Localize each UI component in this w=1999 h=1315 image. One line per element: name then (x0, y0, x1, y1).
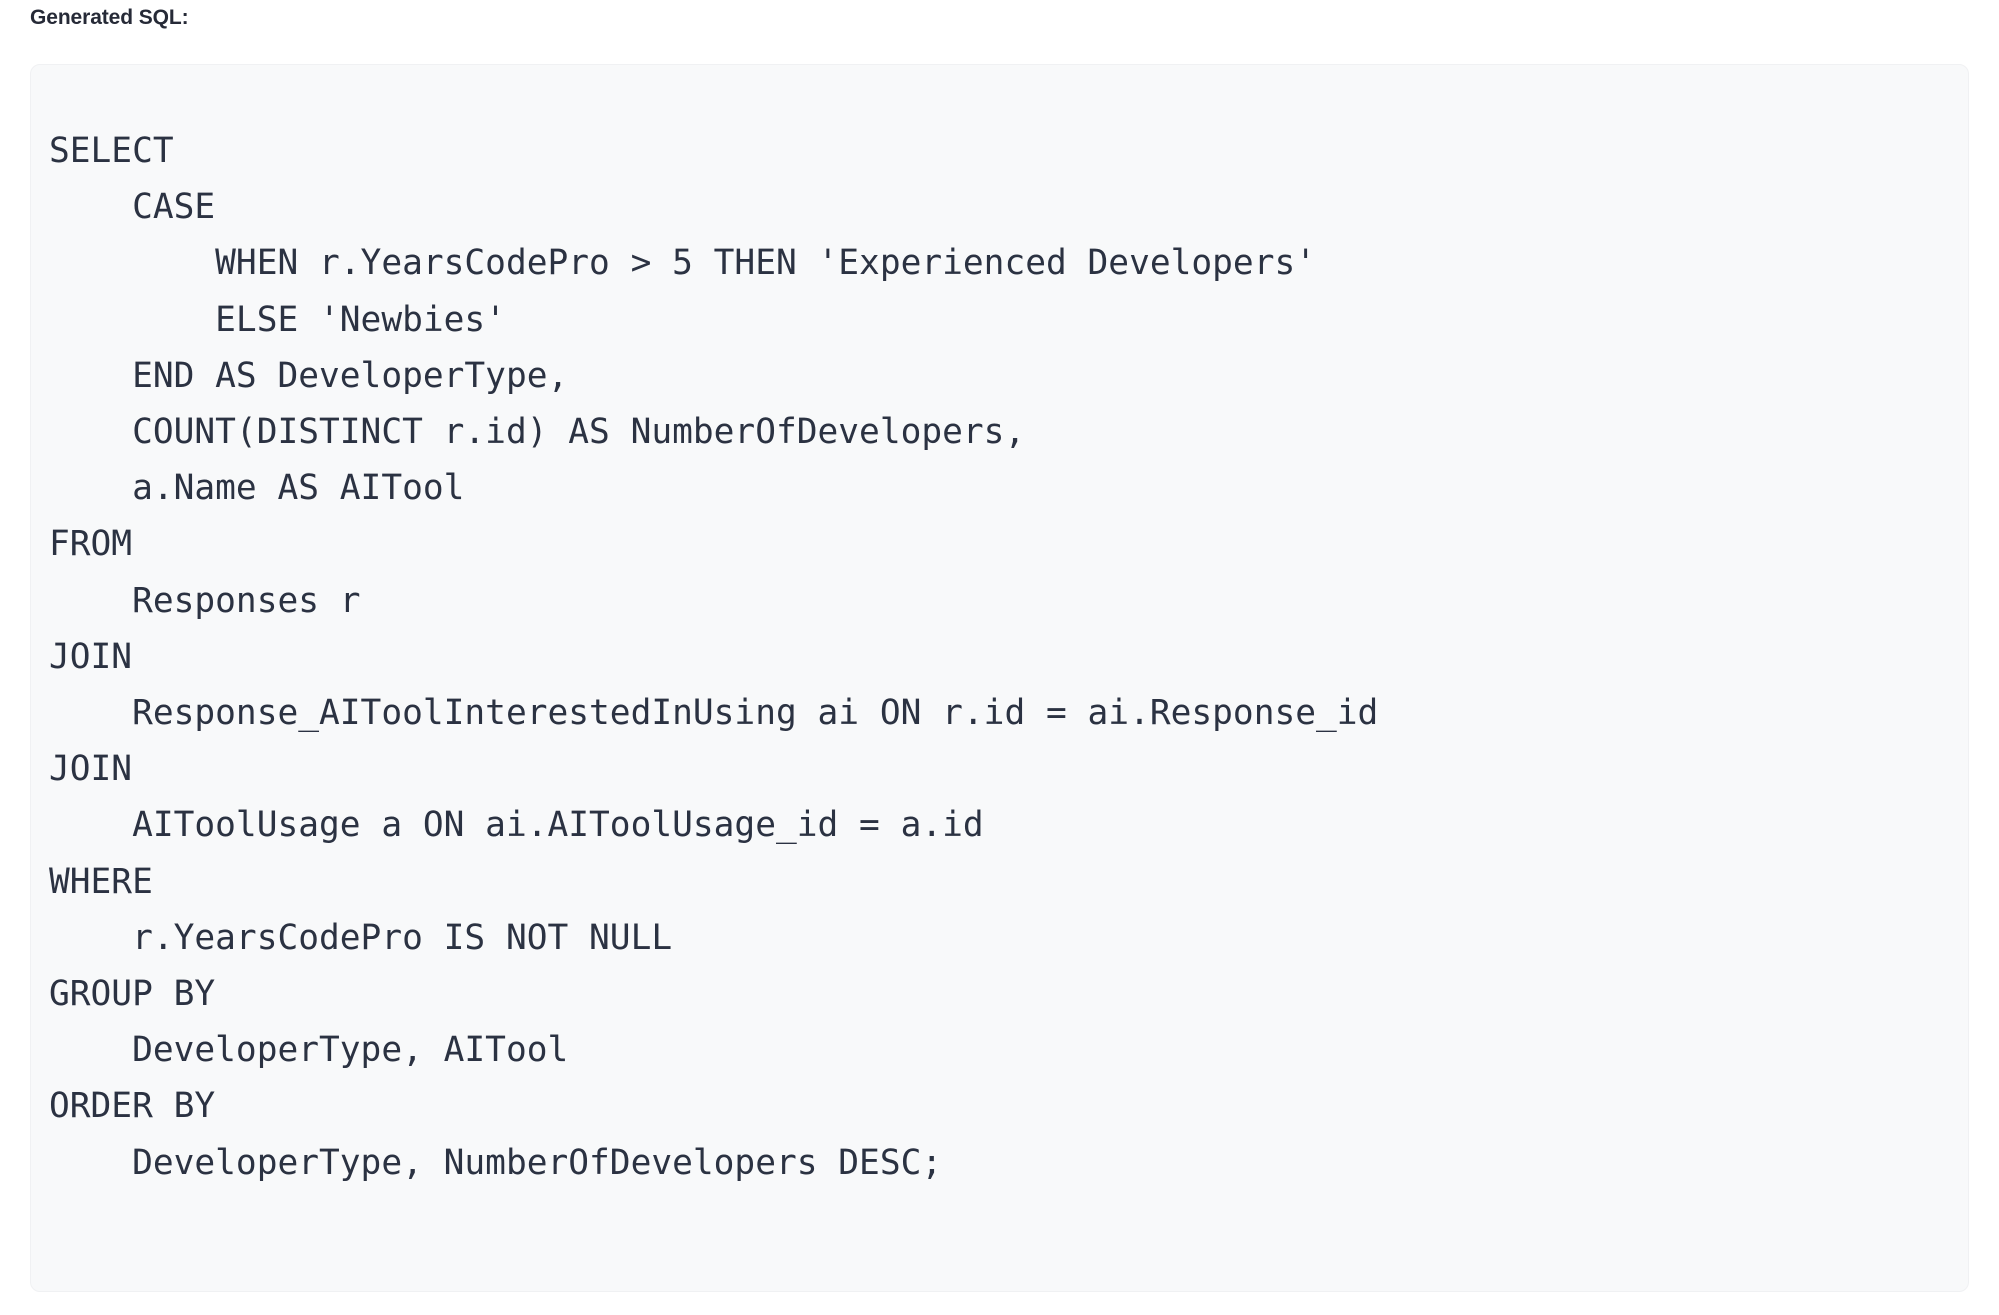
sql-code-line: DeveloperType, NumberOfDevelopers DESC; (49, 1142, 943, 1183)
sql-code-line: AIToolUsage a ON ai.AIToolUsage_id = a.i… (49, 805, 984, 846)
sql-code-line: Responses r (49, 580, 361, 621)
sql-code-line: DeveloperType, AITool (49, 1030, 569, 1071)
sql-code-block: SELECT CASE WHEN r.YearsCodePro > 5 THEN… (30, 64, 1969, 1292)
sql-code-line: WHEN r.YearsCodePro > 5 THEN 'Experience… (49, 243, 1317, 284)
sql-code-line: END AS DeveloperType, (49, 355, 569, 396)
sql-code-line: a.Name AS AITool (49, 468, 465, 509)
sql-code-line: WHERE (49, 861, 153, 902)
sql-code-line: GROUP BY (49, 974, 216, 1015)
sql-code-line: COUNT(DISTINCT r.id) AS NumberOfDevelope… (49, 412, 1026, 453)
sql-code-line: JOIN (49, 749, 133, 790)
sql-code-line: JOIN (49, 636, 133, 677)
sql-code-line: ELSE 'Newbies' (49, 299, 506, 340)
sql-code-line: SELECT (49, 131, 174, 171)
sql-code-line: r.YearsCodePro IS NOT NULL (49, 917, 673, 958)
page-title: Generated SQL: (30, 6, 189, 29)
sql-code-line: CASE (49, 187, 216, 228)
sql-code-scroll-area[interactable]: SELECT CASE WHEN r.YearsCodePro > 5 THEN… (31, 65, 1968, 1291)
sql-code-line: FROM (49, 524, 133, 565)
sql-code-line: ORDER BY (49, 1086, 216, 1127)
sql-code-line: Response_AIToolInterestedInUsing ai ON r… (49, 693, 1379, 734)
sql-code-text[interactable]: SELECT CASE WHEN r.YearsCodePro > 5 THEN… (31, 65, 1968, 1251)
